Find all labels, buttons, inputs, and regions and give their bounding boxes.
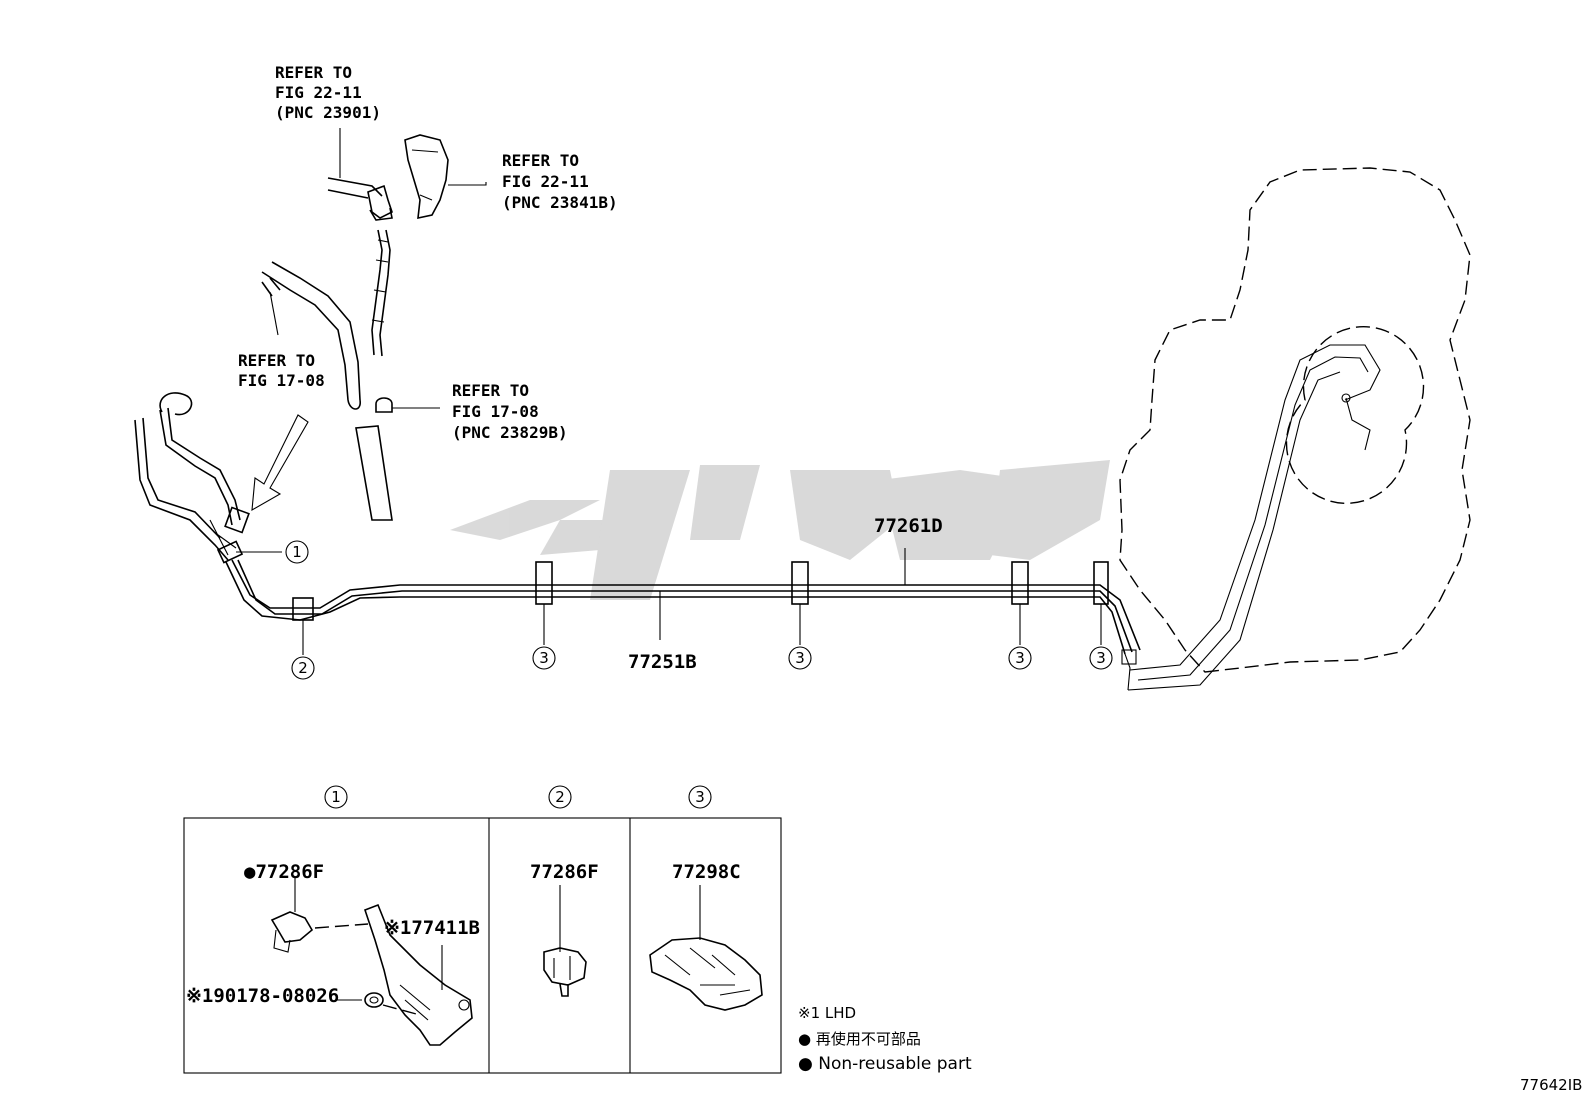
panel1-parts: ●77286F ※177411B ※190178-08026	[186, 861, 480, 1046]
upper-components	[261, 134, 449, 521]
svg-text:2: 2	[555, 788, 565, 806]
svg-text:REFER TO: REFER TO	[452, 381, 529, 400]
part-number-77251B: 77251B	[628, 651, 697, 673]
ref-top-left: REFER TO FIG 22-11 (PNC 23901)	[275, 63, 381, 122]
callout-2: 2	[291, 656, 315, 680]
tank-outline	[1119, 167, 1471, 673]
callout-3: 3	[788, 646, 812, 670]
detail-label-3: 3	[688, 785, 712, 809]
reference-leaders	[269, 128, 487, 409]
panel3-parts: 77298C	[649, 861, 763, 1011]
svg-text:FIG 17-08: FIG 17-08	[452, 402, 539, 421]
svg-text:(PNC 23841B): (PNC 23841B)	[502, 193, 618, 212]
svg-text:1: 1	[331, 788, 341, 806]
svg-text:※190178-08026: ※190178-08026	[186, 985, 339, 1007]
callout-3: 3	[1008, 646, 1032, 670]
svg-text:※1 LHD: ※1 LHD	[798, 1004, 856, 1022]
legend: ※1 LHD ● 再使用不可部品 ● Non-reusable part	[798, 1004, 972, 1074]
svg-text:3: 3	[1096, 649, 1106, 667]
svg-text:3: 3	[795, 649, 805, 667]
callout-leaders	[236, 548, 1102, 655]
callout-3: 3	[532, 646, 556, 670]
engine-side-tubes	[134, 392, 250, 564]
detail-panels	[183, 817, 782, 1074]
svg-text:77286F: 77286F	[530, 861, 599, 883]
svg-text:(PNC 23829B): (PNC 23829B)	[452, 423, 568, 442]
ref-mid-left: REFER TO FIG 17-08	[238, 351, 325, 390]
svg-text:2: 2	[298, 659, 308, 677]
ref-top-right: REFER TO FIG 22-11 (PNC 23841B)	[502, 151, 618, 212]
callout-1: 1	[285, 540, 309, 564]
svg-text:REFER TO: REFER TO	[275, 63, 352, 82]
part-number-77261D: 77261D	[874, 515, 943, 537]
svg-text:● 再使用不可部品: ● 再使用不可部品	[798, 1030, 921, 1048]
direction-arrow	[251, 414, 309, 512]
svg-text:※177411B: ※177411B	[384, 917, 480, 939]
svg-text:3: 3	[695, 788, 705, 806]
watermark-logo	[450, 460, 1110, 600]
detail-label-2: 2	[548, 785, 572, 809]
svg-text:FIG 17-08: FIG 17-08	[238, 371, 325, 390]
svg-text:●77286F: ●77286F	[244, 861, 324, 883]
callout-3: 3	[1089, 646, 1113, 670]
figure-id: 77642IB	[1520, 1076, 1582, 1094]
svg-text:(PNC 23901): (PNC 23901)	[275, 103, 381, 122]
svg-text:FIG 22-11: FIG 22-11	[502, 172, 589, 191]
svg-text:3: 3	[539, 649, 549, 667]
svg-text:1: 1	[292, 543, 302, 561]
svg-text:REFER TO: REFER TO	[238, 351, 315, 370]
ref-mid-right: REFER TO FIG 17-08 (PNC 23829B)	[452, 381, 568, 442]
detail-label-1: 1	[324, 785, 348, 809]
svg-text:77298C: 77298C	[672, 861, 741, 883]
svg-text:FIG 22-11: FIG 22-11	[275, 83, 362, 102]
pump-circle	[1285, 325, 1425, 505]
svg-text:REFER TO: REFER TO	[502, 151, 579, 170]
svg-text:3: 3	[1015, 649, 1025, 667]
panel2-parts: 77286F	[530, 861, 599, 997]
tank-tubes	[1127, 344, 1381, 691]
svg-text:● Non-reusable part: ● Non-reusable part	[798, 1054, 972, 1074]
